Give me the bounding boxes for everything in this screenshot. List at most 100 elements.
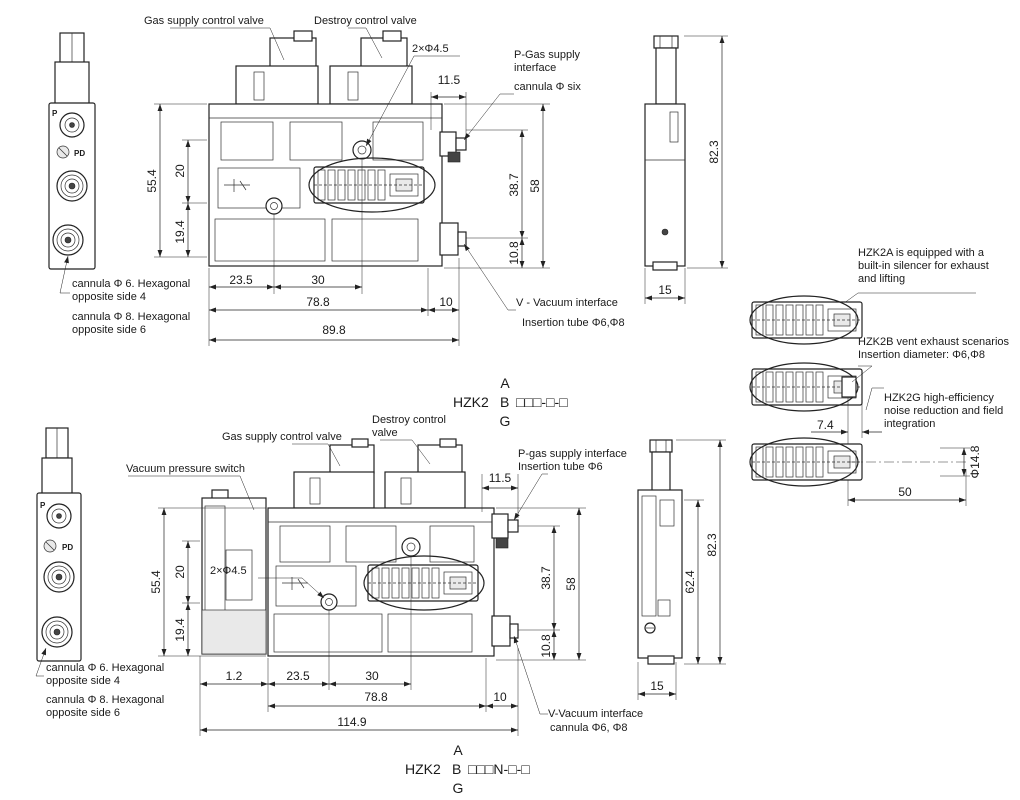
model-prefix: HZK2 [453, 394, 489, 410]
silencer-icon [367, 564, 479, 602]
dim-19-4: 19.4 [173, 618, 187, 642]
model-suffix: □□□-□-□ [516, 394, 568, 410]
bottom-front-view [201, 438, 519, 657]
dim-55-4: 55.4 [149, 570, 163, 594]
label-cannula6-2: opposite side 4 [72, 291, 146, 303]
bottom-left-side-view: P PD [36, 427, 82, 662]
top-left-side-view: P PD [48, 32, 96, 270]
dim-20: 20 [173, 565, 187, 579]
label-p-gas-supply-2: interface [514, 62, 556, 74]
top-model-code: A HZK2 B □□□-□-□ G [453, 375, 568, 429]
dim-82-3: 82.3 [705, 533, 719, 557]
label-destroy-valve-2: valve [372, 427, 398, 439]
port-p-label: P [40, 501, 46, 510]
label-cannula8-2: opposite side 6 [72, 324, 146, 336]
label-gas-supply-valve: Gas supply control valve [144, 15, 264, 27]
label-gas-supply-valve: Gas supply control valve [222, 431, 342, 443]
dim-30: 30 [311, 273, 325, 287]
dim-phi-14-8: Φ14.8 [968, 445, 982, 478]
bottom-front-labels: Vacuum pressure switch Gas supply contro… [35, 414, 643, 734]
label-holes: 2×Φ4.5 [412, 43, 449, 55]
label-cannula6-2: opposite side 4 [46, 675, 120, 687]
fitting-icon [43, 561, 75, 593]
silencer-icon [313, 166, 425, 204]
dim-58: 58 [564, 577, 578, 591]
label-p-gas-supply-1: P-Gas supply [514, 49, 581, 61]
label-v-vacuum: V-Vacuum interface [548, 708, 643, 720]
dim-19-4: 19.4 [173, 220, 187, 244]
dim-50: 50 [898, 485, 912, 499]
dim-30: 30 [365, 669, 379, 683]
dim-10: 10 [439, 295, 453, 309]
hzk2a-silencer-icon [751, 301, 863, 339]
label-p-gas-supply: P-gas supply interface [518, 448, 627, 460]
fitting-icon [56, 170, 88, 202]
hzk2g-text-3: integration [884, 418, 935, 430]
label-insertion-tube: Insertion tube Φ6,Φ8 [522, 317, 625, 329]
hzk2a-text-2: built-in silencer for exhaust [858, 260, 989, 272]
label-destroy-valve: Destroy control valve [314, 15, 417, 27]
hzk2b-text-2: Insertion diameter: Φ6,Φ8 [858, 349, 985, 361]
fitting-icon [41, 616, 73, 648]
dim-11-5: 11.5 [438, 73, 461, 87]
label-v-vacuum: V - Vacuum interface [516, 297, 618, 309]
dim-78-8: 78.8 [364, 690, 388, 704]
dim-15: 15 [650, 679, 664, 693]
dim-11-5: 11.5 [489, 471, 512, 485]
hzk2b-text-1: HZK2B vent exhaust scenarios [858, 336, 1010, 348]
top-front-dimensions: 55.4 20 19.4 23.5 30 78.8 10 89.8 11.5 3… [145, 73, 550, 346]
label-destroy-valve-1: Destroy control [372, 414, 446, 426]
port-pd-label: PD [62, 543, 73, 552]
dim-114-9: 114.9 [337, 715, 366, 729]
variants-panel: HZK2A is equipped with a built-in silenc… [749, 247, 1010, 506]
label-cannula6-1: cannula Φ 6. Hexagonal [72, 278, 190, 290]
model-option-g: G [453, 780, 464, 796]
dim-23-5: 23.5 [286, 669, 310, 683]
dim-10: 10 [493, 690, 507, 704]
label-vacuum-switch: Vacuum pressure switch [126, 463, 245, 475]
label-holes: 2×Φ4.5 [210, 565, 247, 577]
label-p-insertion: Insertion tube Φ6 [518, 461, 603, 473]
top-front-labels: Gas supply control valve Destroy control… [59, 15, 625, 336]
bottom-right-side-view: 82.3 62.4 15 [637, 439, 726, 700]
model-option-g: G [500, 413, 511, 429]
label-cannula6-1: cannula Φ 6. Hexagonal [46, 662, 164, 674]
model-suffix: □□□N-□-□ [468, 761, 530, 777]
model-prefix: HZK2 [405, 761, 441, 777]
bottom-model-code: A HZK2 B □□□N-□-□ G [405, 742, 530, 796]
dim-20: 20 [173, 164, 187, 178]
dim-38-7: 38.7 [507, 173, 521, 197]
bottom-front-dimensions: 55.4 20 19.4 1.2 23.5 30 78.8 10 114.9 1… [149, 471, 586, 736]
dim-55-4: 55.4 [145, 169, 159, 193]
dim-78-8: 78.8 [306, 295, 330, 309]
fitting-icon [52, 224, 84, 256]
hzk2g-text-2: noise reduction and field [884, 405, 1003, 417]
top-right-side-view: 82.3 15 [644, 35, 728, 304]
dim-82-3: 82.3 [707, 140, 721, 164]
hzk2g-text-1: HZK2G high-efficiency [884, 392, 994, 404]
label-cannula8-1: cannula Φ 8. Hexagonal [72, 311, 190, 323]
label-cannula8-2: opposite side 6 [46, 707, 120, 719]
model-option-b: B [452, 761, 461, 777]
label-cannula8-1: cannula Φ 8. Hexagonal [46, 694, 164, 706]
port-p-label: P [52, 109, 58, 118]
model-option-a: A [453, 742, 463, 758]
dim-10-8: 10.8 [539, 634, 553, 658]
port-pd-label: PD [74, 149, 85, 158]
hzk2g-silencer-icon [751, 443, 863, 481]
dim-10-8: 10.8 [507, 241, 521, 265]
hzk2a-text-1: HZK2A is equipped with a [858, 247, 985, 259]
label-v-cannula: cannula Φ6, Φ8 [550, 722, 628, 734]
dim-7-4: 7.4 [817, 418, 834, 432]
dim-62-4: 62.4 [683, 570, 697, 594]
model-option-b: B [500, 394, 509, 410]
dim-89-8: 89.8 [322, 323, 346, 337]
dim-15: 15 [658, 283, 672, 297]
dim-58: 58 [528, 179, 542, 193]
top-front-view [208, 30, 467, 267]
hzk2a-text-3: and lifting [858, 273, 905, 285]
model-option-a: A [500, 375, 510, 391]
label-p-cannula: cannula Φ six [514, 81, 581, 93]
dim-23-5: 23.5 [229, 273, 253, 287]
